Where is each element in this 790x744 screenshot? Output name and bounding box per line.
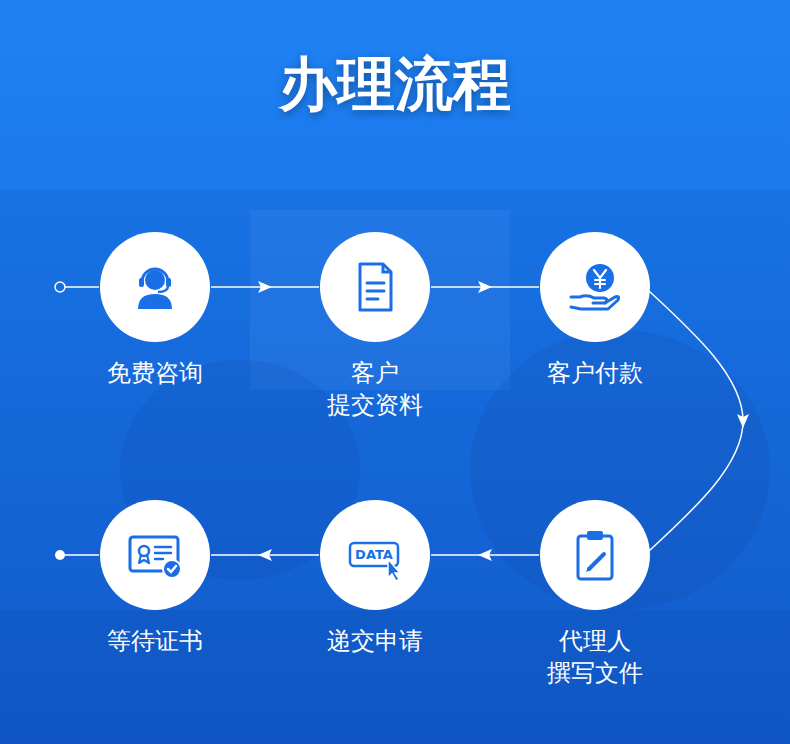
step-label-box: 代理人 撰写文件 xyxy=(530,625,660,690)
step-circle: 客户 提交资料 xyxy=(319,231,431,343)
circle-shape xyxy=(539,231,651,343)
step-label: 代理人 撰写文件 xyxy=(530,625,660,690)
end-dot xyxy=(55,550,65,560)
end-line xyxy=(64,554,99,556)
circle-fill xyxy=(320,500,430,610)
start-line xyxy=(65,286,99,288)
step-label-box: 客户 提交资料 xyxy=(310,357,440,422)
circle-fill xyxy=(100,232,210,342)
circle-fill xyxy=(320,232,430,342)
circle-fill xyxy=(100,500,210,610)
step-label-box: 客户付款 xyxy=(530,357,660,389)
photo-shade xyxy=(0,190,790,744)
circle-shape xyxy=(99,499,211,611)
page-title: 办理流程 xyxy=(0,50,790,120)
flow-arrow xyxy=(649,291,743,551)
flow-arrow xyxy=(211,286,319,288)
step-label: 客户 提交资料 xyxy=(310,357,440,422)
step-icon xyxy=(350,543,400,581)
step-label-box: 免费咨询 xyxy=(90,357,220,389)
step-label: 客户付款 xyxy=(530,357,660,389)
icon-text: DATA xyxy=(355,547,393,562)
circle-shape xyxy=(319,231,431,343)
step-label: 免费咨询 xyxy=(90,357,220,389)
step-icon xyxy=(360,264,391,310)
start-circle xyxy=(55,282,65,292)
circle-shape xyxy=(539,499,651,611)
step-circle: 免费咨询 xyxy=(99,231,211,343)
circle-shape xyxy=(99,231,211,343)
step-icon xyxy=(578,531,612,579)
step-circle: 代理人 撰写文件 xyxy=(539,499,651,611)
circle-fill xyxy=(540,232,650,342)
flow-arrow xyxy=(431,286,539,288)
step-label-box: 递交申请 xyxy=(310,625,440,657)
flow-arrow xyxy=(431,554,539,556)
photo-table xyxy=(0,610,790,744)
circle-fill xyxy=(540,500,650,610)
flow-arrow xyxy=(211,554,319,556)
step-label-box: 等待证书 xyxy=(90,625,220,657)
step-circle: 客户付款 xyxy=(539,231,651,343)
step-icon xyxy=(138,269,172,309)
step-label: 等待证书 xyxy=(90,625,220,657)
step-circle: 等待证书 xyxy=(99,499,211,611)
step-icon xyxy=(571,264,619,309)
step-icon xyxy=(130,537,181,578)
step-label: 递交申请 xyxy=(310,625,440,657)
